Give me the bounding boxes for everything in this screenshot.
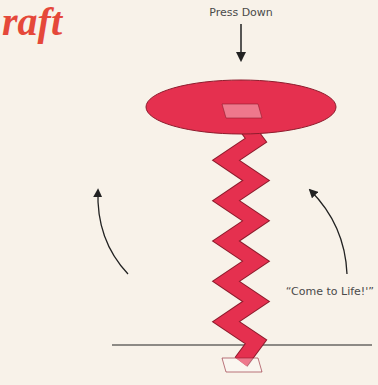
press-arrow [240,24,242,60]
tape-square [222,104,262,118]
paper-disc [146,80,336,134]
rise-arrow [98,190,128,274]
instruction-label: Press Down [209,6,273,19]
title: raft [2,2,62,42]
spring-band [226,120,256,362]
tape-square [222,358,262,372]
zigzag-spring [226,120,256,362]
caption-label: “Come to Life!'” [286,285,374,298]
rise-arrow [310,190,347,274]
spring-outline [226,120,256,362]
ground-line [112,344,372,345]
